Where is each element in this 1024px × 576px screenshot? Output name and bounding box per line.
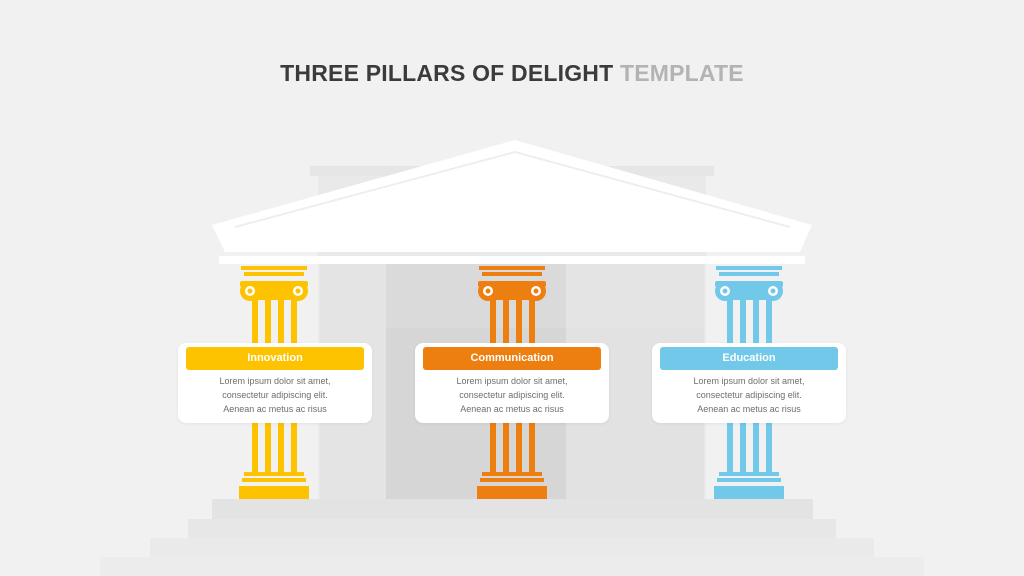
pillar-description-line: consectetur adipiscing elit.	[459, 390, 565, 400]
pillar-neck	[248, 296, 300, 300]
pillar-cap-mid	[719, 272, 779, 276]
temple-step-1	[212, 499, 813, 519]
pillar-description-line: Lorem ipsum dolor sit amet,	[219, 376, 331, 386]
temple-architrave	[219, 256, 805, 264]
pillar-base-mid	[480, 478, 544, 482]
pillar-description-line: consectetur adipiscing elit.	[222, 390, 328, 400]
pillar-description-line: Aenean ac metus ac risus	[460, 404, 564, 414]
pillar-base-mid	[242, 478, 306, 482]
pillar-cap-top	[716, 266, 782, 270]
pillar-cap-mid	[244, 272, 304, 276]
pillar-volute-dot	[485, 288, 491, 294]
pillar-description-line: Aenean ac metus ac risus	[697, 404, 801, 414]
pillar-description: Lorem ipsum dolor sit amet, consectetur a…	[425, 374, 599, 416]
temple-pediment-inner	[234, 150, 791, 228]
pillar-neck	[723, 296, 775, 300]
pillar-volute-dot	[247, 288, 253, 294]
pillar-cap-top	[479, 266, 545, 270]
pillar-base-top	[482, 472, 542, 476]
pillar-label: Communication	[423, 347, 601, 370]
page-title: THREE PILLARS OF DELIGHT TEMPLATE	[0, 60, 1024, 87]
pillar-description-line: Lorem ipsum dolor sit amet,	[456, 376, 568, 386]
pillar-base-plinth	[477, 486, 547, 499]
pillar-volute-dot	[722, 288, 728, 294]
pillar-cap-mid	[482, 272, 542, 276]
pillar-description-line: consectetur adipiscing elit.	[696, 390, 802, 400]
pillar-description-line: Lorem ipsum dolor sit amet,	[693, 376, 805, 386]
pillar-volute-dot	[770, 288, 776, 294]
temple-step-4	[100, 557, 924, 576]
pillar-echinus	[258, 286, 290, 296]
temple-pediment	[212, 140, 812, 252]
title-main: THREE PILLARS OF DELIGHT	[280, 60, 614, 86]
pillar-echinus	[496, 286, 528, 296]
pillar-volute-dot	[295, 288, 301, 294]
title-accent: TEMPLATE	[619, 60, 744, 86]
pillar-label: Education	[660, 347, 838, 370]
pillar-base-top	[719, 472, 779, 476]
pillar-base-mid	[717, 478, 781, 482]
pillar-description: Lorem ipsum dolor sit amet, consectetur a…	[188, 374, 362, 416]
pillar-echinus	[733, 286, 765, 296]
pillar-base-plinth	[239, 486, 309, 499]
pillar-volute-dot	[533, 288, 539, 294]
pillar-base-top	[244, 472, 304, 476]
pillar-base-plinth	[714, 486, 784, 499]
pillar-description: Lorem ipsum dolor sit amet, consectetur a…	[662, 374, 836, 416]
temple-step-3	[150, 538, 874, 557]
pillar-label: Innovation	[186, 347, 364, 370]
pillar-cap-top	[241, 266, 307, 270]
pillar-description-line: Aenean ac metus ac risus	[223, 404, 327, 414]
pillar-neck	[486, 296, 538, 300]
temple-step-2	[188, 519, 836, 538]
